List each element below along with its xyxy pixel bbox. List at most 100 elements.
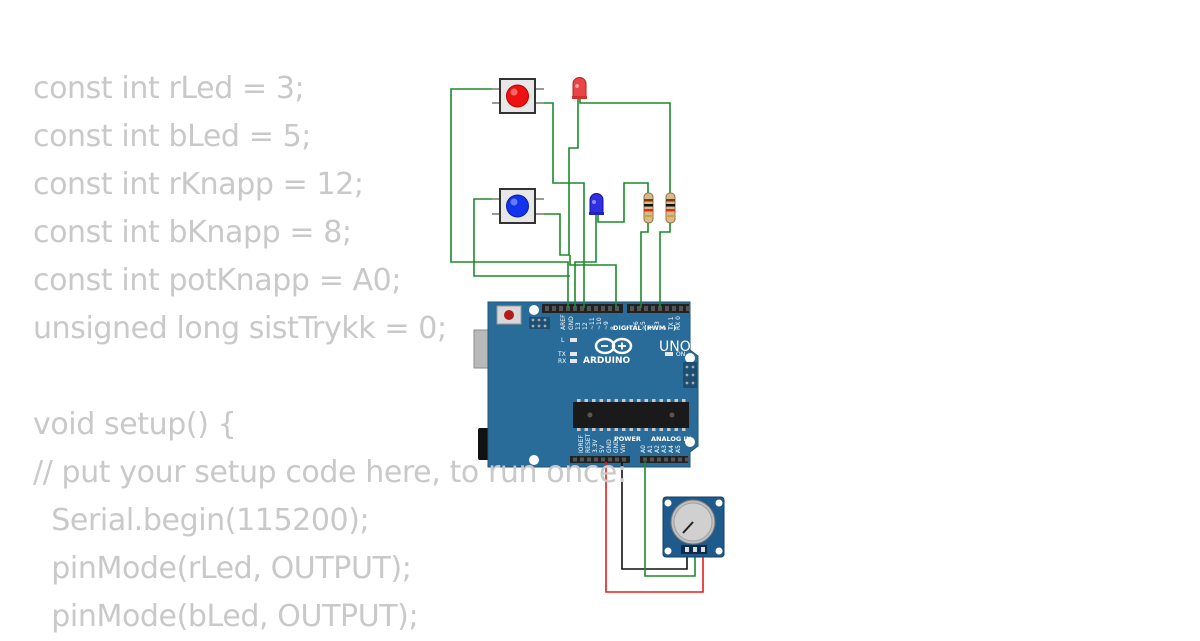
chip-leg xyxy=(599,399,603,402)
svg-text:~9: ~9 xyxy=(603,321,610,330)
power-header xyxy=(570,456,630,463)
red-push-button[interactable] xyxy=(492,78,544,114)
svg-text:~3: ~3 xyxy=(654,321,661,330)
header-pin xyxy=(671,457,675,462)
chip-leg xyxy=(652,399,656,402)
header-pin xyxy=(643,457,647,462)
svg-text:8: 8 xyxy=(610,326,617,330)
digital-pin-labels: AREF GND 13 12 ~11 ~10 ~9 8 7 ~6 ~5 4 ~3… xyxy=(560,314,682,331)
mount-hole xyxy=(685,353,695,363)
mount-hole xyxy=(529,455,539,465)
header-pin xyxy=(559,306,563,311)
header-pin xyxy=(651,306,655,311)
analog-header-label: ANALOG IN xyxy=(651,435,691,443)
model-label: UNO xyxy=(659,339,691,355)
header-pin xyxy=(566,306,570,311)
chip-leg xyxy=(644,428,648,431)
blue-push-button[interactable] xyxy=(492,188,544,224)
header-pin xyxy=(552,306,556,311)
svg-text:~6: ~6 xyxy=(633,321,640,330)
svg-text:3.3V: 3.3V xyxy=(592,438,599,453)
chip-leg xyxy=(644,399,648,402)
code-line: const int bLed = 5; xyxy=(33,119,311,154)
svg-text:~10: ~10 xyxy=(596,317,603,330)
svg-text:13: 13 xyxy=(575,322,582,330)
code-line: const int bKnapp = 8; xyxy=(33,215,352,250)
header-pin xyxy=(615,306,619,311)
header-pin xyxy=(672,306,676,311)
chip-leg xyxy=(584,399,588,402)
svg-text:12: 12 xyxy=(582,322,589,330)
led-on-label: ON xyxy=(676,351,685,358)
svg-text:5V: 5V xyxy=(599,444,606,453)
chip-leg xyxy=(614,399,618,402)
power-pin-labels: IOREF RESET 3.3V 5V GND GND Vin A0 A1 A2… xyxy=(578,433,682,453)
wire-blue-button-gnd xyxy=(473,198,570,277)
svg-text:TX 1: TX 1 xyxy=(668,316,675,331)
led-tx-label: TX xyxy=(557,351,566,358)
wire-blue-led-gnd xyxy=(574,214,597,308)
chip-leg xyxy=(599,428,603,431)
led-rx xyxy=(570,359,577,363)
power-header-label: POWER xyxy=(614,435,641,443)
svg-text:GND: GND xyxy=(568,316,575,330)
svg-text:A3: A3 xyxy=(661,445,668,453)
chip-leg xyxy=(577,428,581,431)
led-l-label: L xyxy=(561,337,565,344)
wire-blue-button-pin8b xyxy=(569,255,617,308)
svg-text:GND: GND xyxy=(613,439,620,453)
header-pin xyxy=(686,306,690,311)
code-listing: const int rLed = 3; const int bLed = 5; … xyxy=(33,65,627,641)
header-pin xyxy=(664,457,668,462)
red-led[interactable] xyxy=(572,77,587,99)
header-pin xyxy=(615,457,619,462)
chip-leg xyxy=(584,428,588,431)
wire-5v xyxy=(605,462,704,593)
header-pin xyxy=(573,306,577,311)
chip-leg xyxy=(592,399,596,402)
header-pin xyxy=(608,457,612,462)
header-pin xyxy=(685,457,689,462)
svg-text:RX 0: RX 0 xyxy=(675,316,682,330)
svg-text:AREF: AREF xyxy=(560,314,567,330)
svg-text:A0: A0 xyxy=(640,445,647,453)
code-line xyxy=(33,353,627,401)
code-line: void setup() { xyxy=(33,407,237,442)
chip-leg xyxy=(659,399,663,402)
svg-text:Vin: Vin xyxy=(620,443,627,453)
bottom-pins xyxy=(573,457,689,462)
wire-resistor-pin5 xyxy=(640,223,649,308)
code-line: const int rKnapp = 12; xyxy=(33,167,364,202)
header-pin xyxy=(587,306,591,311)
brand-label: ARDUINO xyxy=(583,356,631,366)
header-pin xyxy=(678,457,682,462)
header-pin xyxy=(665,306,669,311)
header-pin xyxy=(630,306,634,311)
chip-leg xyxy=(614,428,618,431)
chip-leg xyxy=(637,399,641,402)
chip-leg xyxy=(607,399,611,402)
wire-red-button-gnd xyxy=(450,88,569,308)
chip-leg xyxy=(682,428,686,431)
wire-red-button-pin12 xyxy=(535,102,585,308)
code-line: pinMode(bLed, OUTPUT); xyxy=(33,599,419,634)
svg-text:RESET: RESET xyxy=(585,433,592,453)
led-tx xyxy=(570,352,577,356)
svg-text:A5: A5 xyxy=(675,445,682,453)
icsp-header-2 xyxy=(683,362,697,388)
chip-leg xyxy=(629,428,633,431)
potentiometer[interactable] xyxy=(662,496,725,558)
resistor-1[interactable] xyxy=(643,192,654,224)
resistor-2[interactable] xyxy=(665,192,676,224)
blue-led[interactable] xyxy=(589,193,604,216)
header-pin xyxy=(657,457,661,462)
chip-leg xyxy=(682,399,686,402)
code-line: // put your setup code here, to run once… xyxy=(33,455,627,490)
chip-leg xyxy=(592,428,596,431)
header-pin xyxy=(650,457,654,462)
header-pin xyxy=(594,457,598,462)
wire-gnd xyxy=(621,462,688,570)
arduino-uno-board[interactable]: AREF GND 13 12 ~11 ~10 ~9 8 7 ~6 ~5 4 ~3… xyxy=(473,301,699,468)
svg-text:A4: A4 xyxy=(668,445,675,453)
